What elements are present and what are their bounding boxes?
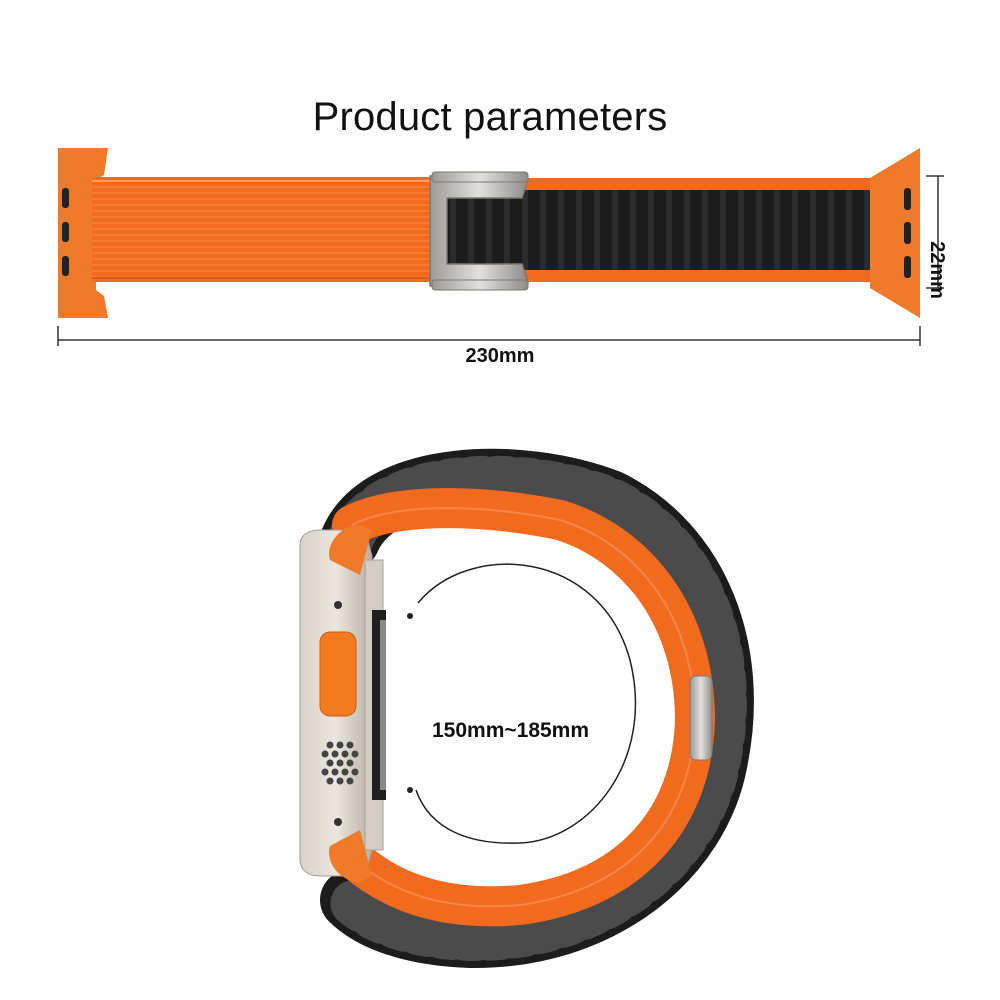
- straight-band: [58, 148, 920, 318]
- titanium-buckle: [429, 171, 530, 291]
- black-loop-section: [440, 190, 878, 270]
- circumference-label: 150mm~185mm: [432, 719, 590, 742]
- right-connector: [870, 148, 920, 318]
- orange-strap: [92, 177, 442, 282]
- width-label: 22mm: [926, 241, 948, 299]
- speaker-grille: [321, 741, 359, 785]
- circumference-arc: [415, 563, 637, 844]
- watch-side-view: [299, 448, 754, 969]
- action-button: [319, 631, 357, 717]
- width-dimension-line: [926, 175, 944, 289]
- length-dimension-line: [57, 326, 921, 346]
- loop-band-orange: [332, 488, 716, 927]
- page-title: Product parameters: [312, 95, 668, 139]
- length-label: 230mm: [465, 345, 535, 367]
